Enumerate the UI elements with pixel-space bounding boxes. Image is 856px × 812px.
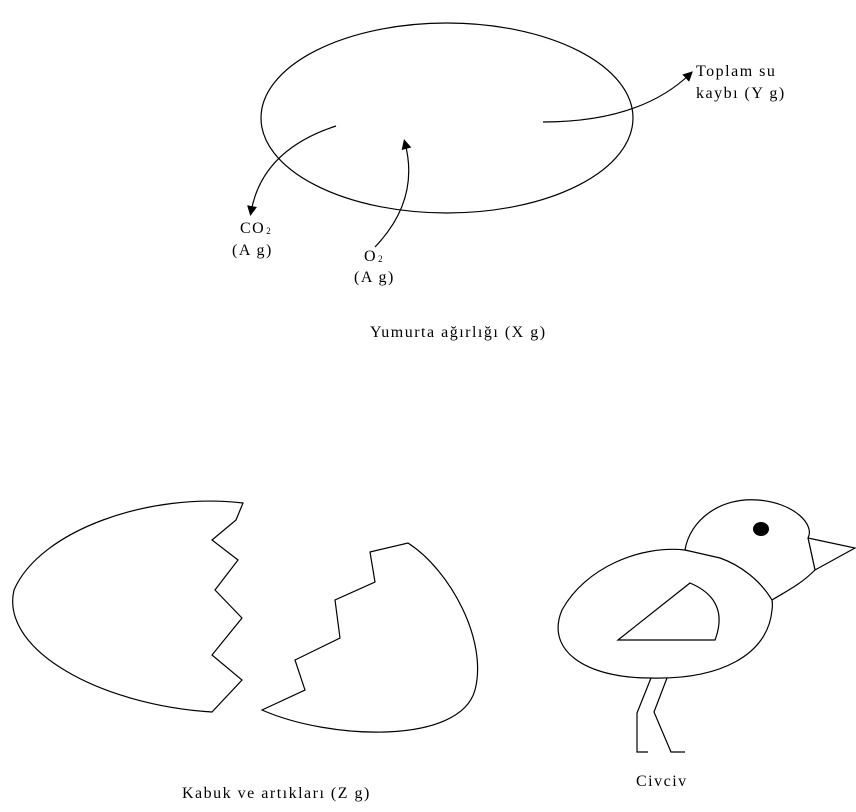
water-loss-label-line2: kaybı (Y g) bbox=[696, 85, 786, 102]
broken-shell-right-half bbox=[260, 542, 479, 733]
o2-subscript: 2 bbox=[378, 254, 385, 264]
chick-eye-icon bbox=[753, 522, 769, 536]
water-loss-arrow bbox=[542, 71, 693, 123]
chick-wing bbox=[616, 582, 720, 641]
broken-shell-left-half bbox=[12, 500, 244, 713]
whole-egg-outline bbox=[260, 22, 634, 214]
o2-arrow bbox=[374, 139, 412, 248]
water-loss-label-line1: Toplam su bbox=[696, 63, 777, 80]
o2-label: O2 bbox=[364, 247, 384, 269]
chick-head bbox=[684, 499, 816, 601]
chick-leg-back bbox=[636, 677, 652, 753]
co2-arrow bbox=[247, 125, 337, 216]
o2-amount: (A g) bbox=[354, 269, 395, 286]
chick-beak bbox=[807, 537, 856, 571]
co2-subscript: 2 bbox=[266, 226, 273, 236]
chick-leg-front bbox=[653, 677, 685, 753]
chick-label: Civciv bbox=[636, 773, 688, 790]
co2-label: CO2 bbox=[240, 219, 272, 241]
chick-body bbox=[557, 548, 773, 679]
o2-formula: O bbox=[364, 248, 378, 265]
co2-formula: CO bbox=[240, 220, 266, 237]
shell-remains-label: Kabuk ve artıkları (Z g) bbox=[182, 785, 371, 802]
egg-weight-label: Yumurta ağırlığı (X g) bbox=[370, 324, 547, 341]
co2-amount: (A g) bbox=[232, 242, 273, 259]
